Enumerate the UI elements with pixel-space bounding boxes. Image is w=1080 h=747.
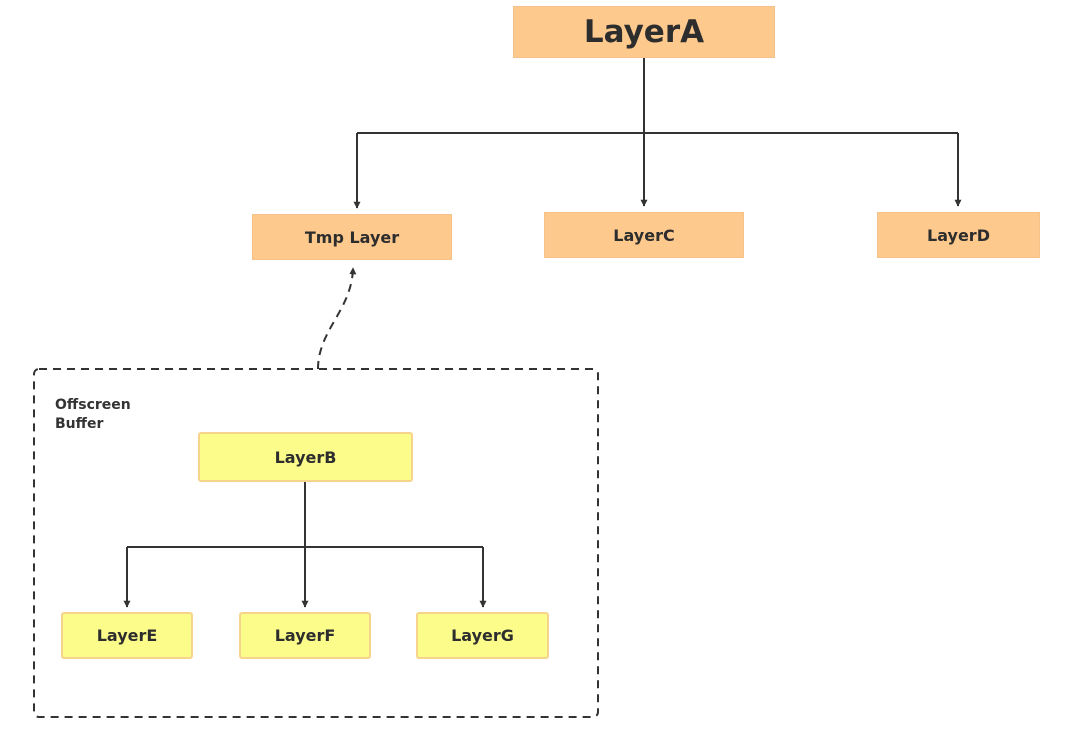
node-layer-d: LayerD xyxy=(877,212,1040,258)
node-layer-f: LayerF xyxy=(239,612,371,659)
node-layer-b: LayerB xyxy=(198,432,413,482)
node-layer-c: LayerC xyxy=(544,212,744,258)
offscreen-buffer-label-line1: Offscreen xyxy=(55,397,131,413)
node-tmp-layer: Tmp Layer xyxy=(252,214,452,260)
node-layer-g: LayerG xyxy=(416,612,549,659)
offscreen-buffer-label: Offscreen Buffer xyxy=(55,396,131,434)
offscreen-buffer-label-line2: Buffer xyxy=(55,416,104,432)
node-layer-e: LayerE xyxy=(61,612,193,659)
offscreen-buffer-frame xyxy=(33,368,599,718)
node-layer-a: LayerA xyxy=(513,6,775,58)
arrow-buffer-to-tmp-layer xyxy=(317,267,357,370)
